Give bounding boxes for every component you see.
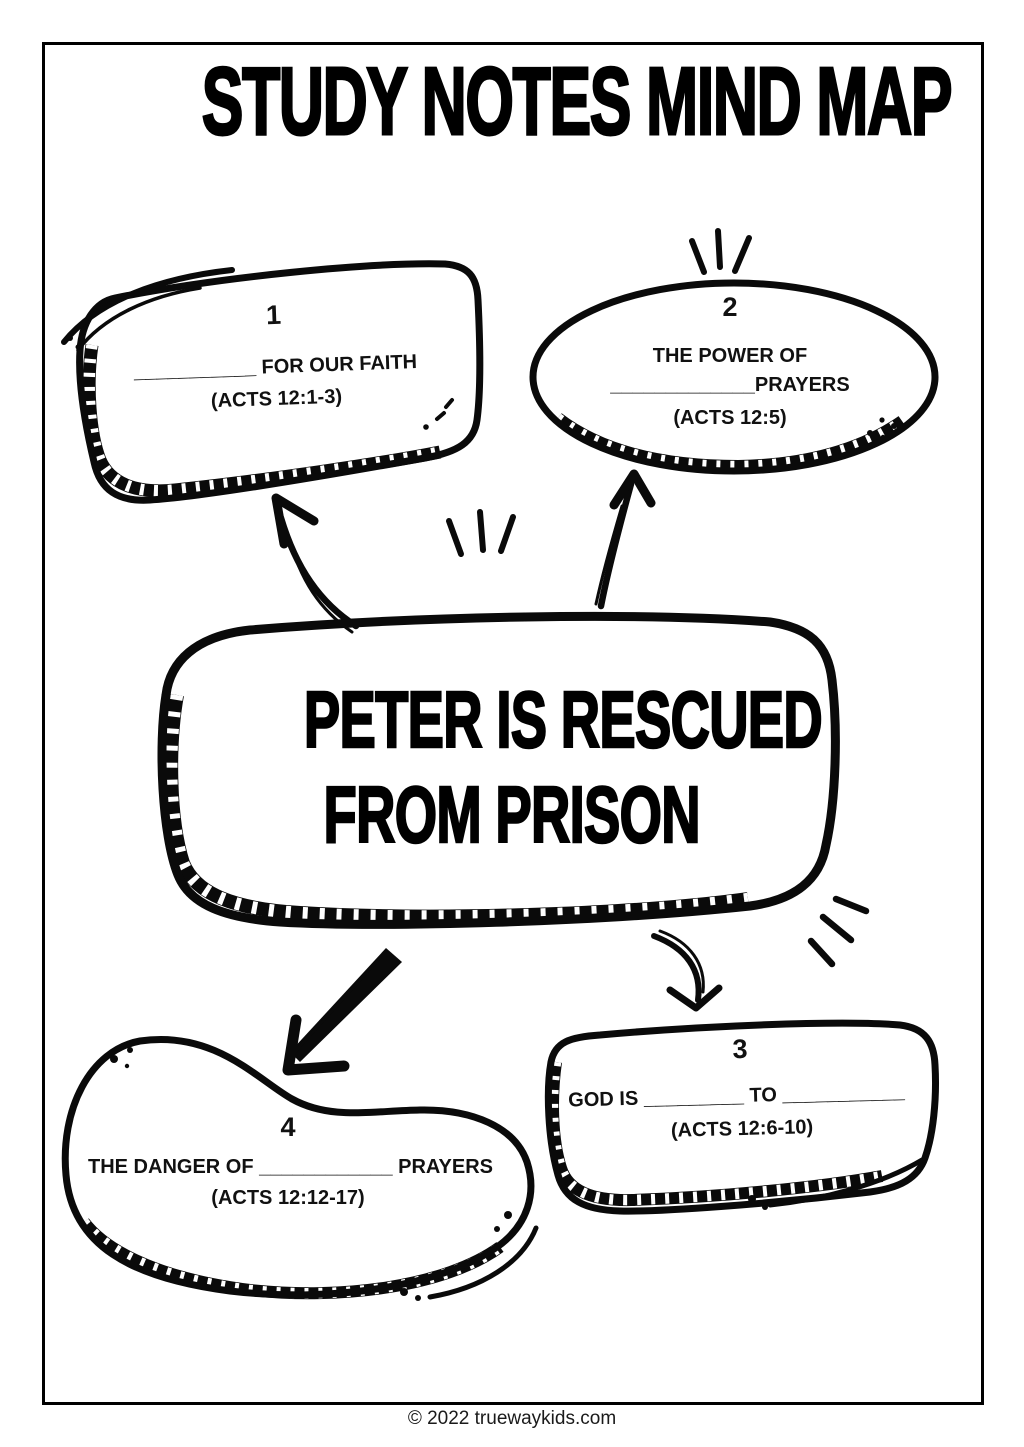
arrow-to-bubble-2 — [594, 469, 656, 610]
page-border-frame — [42, 42, 984, 1405]
dot — [75, 344, 81, 350]
dot — [423, 424, 429, 430]
copyright-footer: © 2022 truewaykids.com — [407, 1408, 617, 1429]
arrow-head — [609, 469, 656, 510]
bubble-1-hatch-ticks — [83, 344, 442, 497]
bubble-3-blank-line: GOD IS _________ TO ___________ — [567, 1080, 906, 1112]
arrow-shaft — [277, 514, 360, 630]
bubble-4-outline — [61, 1036, 535, 1299]
dot — [880, 434, 886, 440]
bubble-3-shape — [544, 1019, 939, 1215]
arrow-to-bubble-4 — [282, 948, 402, 1076]
dot — [494, 1226, 500, 1232]
bubble-4-blank-line: THE DANGER OF ____________ PRAYERS — [88, 1156, 493, 1178]
bubble-1-fill — [79, 263, 480, 501]
dot — [748, 1195, 756, 1203]
dot — [127, 1047, 133, 1053]
dot — [67, 335, 73, 341]
dot — [891, 423, 897, 429]
bubble-4-accent-line — [427, 1225, 539, 1300]
dot — [879, 417, 885, 423]
arrow-shaft — [651, 933, 702, 1003]
emphasis-stroke — [819, 913, 855, 944]
center-bubble-fill — [162, 616, 836, 925]
center-bubble-accent-line — [172, 627, 252, 674]
bubble-2-blank-line: _____________PRAYERS — [610, 374, 850, 396]
emphasis-stroke — [732, 235, 752, 274]
bubble-1-accent-line-2 — [76, 286, 202, 352]
arrow-head — [271, 493, 319, 549]
bubble-4-shape — [61, 1036, 539, 1301]
emphasis-marks-center-bottom-right — [807, 895, 870, 968]
center-bubble-line-2: FROM PRISON — [323, 769, 702, 861]
bubble-1-tick-marks — [435, 398, 454, 421]
arrow-shaft — [290, 948, 402, 1062]
arrow-to-bubble-3 — [651, 929, 723, 1012]
dot — [762, 1204, 768, 1210]
emphasis-stroke — [689, 238, 707, 275]
bubble-2-line-1: THE POWER OF — [652, 345, 808, 367]
bubble-3-fill — [548, 1023, 936, 1212]
bubble-2-fill — [533, 283, 935, 471]
arrow-to-bubble-1 — [271, 493, 360, 634]
center-bubble-shape — [157, 611, 840, 929]
emphasis-marks-center-top — [446, 509, 516, 557]
arrow-head — [282, 1014, 350, 1076]
bubble-4-reference: (ACTS 12:12-17) — [211, 1187, 365, 1209]
arrow-shaft-double — [658, 929, 705, 994]
bubble-3-text: 3 GOD IS _________ TO ___________ (ACTS … — [557, 1029, 926, 1147]
arrow-shaft-double — [292, 956, 382, 1055]
dot — [110, 1055, 118, 1063]
bubble-2-number: 2 — [722, 292, 738, 322]
bubble-4-fill — [65, 1039, 531, 1295]
dot — [504, 1211, 512, 1219]
center-bubble-outline — [157, 611, 840, 929]
center-bubble-text: PETER IS RESCUED FROM PRISON — [182, 672, 842, 862]
bubble-4-number: 4 — [280, 1112, 296, 1142]
bubble-1-accent-line — [61, 267, 235, 345]
bubble-2-reference: (ACTS 12:5) — [673, 407, 787, 429]
emphasis-stroke — [807, 937, 836, 968]
bubble-2-hatch-band — [554, 413, 906, 472]
emphasis-stroke — [498, 514, 516, 554]
dot — [415, 1295, 421, 1301]
page-title-wrap: STUDY NOTES MIND MAP — [0, 48, 1024, 155]
bubble-2-text: 2 THE POWER OF _____________PRAYERS (ACT… — [525, 292, 935, 431]
bubble-1-shape — [61, 260, 484, 504]
bubble-1-outline — [76, 260, 484, 504]
arrow-head — [666, 984, 723, 1012]
bubble-4-text: 4 THE DANGER OF ____________ PRAYERS (AC… — [88, 1112, 493, 1211]
arrow-shaft-double — [594, 504, 624, 606]
emphasis-stroke — [715, 228, 723, 270]
dot — [925, 1147, 931, 1153]
bubble-3-hatch-band — [547, 1061, 884, 1207]
arrow-shaft — [597, 480, 635, 610]
emphasis-stroke — [446, 518, 464, 557]
bubble-2-outline — [529, 279, 939, 475]
bubble-3-accent-line — [767, 1157, 925, 1208]
emphasis-stroke — [477, 509, 486, 553]
dot — [867, 430, 873, 436]
dot — [124, 1063, 130, 1069]
page-title: STUDY NOTES MIND MAP — [201, 48, 954, 155]
center-bubble-hatch-ticks — [164, 693, 749, 923]
arrow-shaft-double — [286, 533, 354, 634]
bubble-1-text: 1 ___________ FOR OUR FAITH (ACTS 12:1-3… — [83, 293, 467, 418]
dot — [400, 1288, 408, 1296]
center-bubble-line-1: PETER IS RESCUED — [303, 674, 823, 766]
bubble-3-outline — [544, 1019, 939, 1215]
emphasis-stroke — [832, 895, 870, 915]
emphasis-marks-bubble-2 — [689, 228, 752, 275]
bubble-2-shape — [529, 228, 939, 475]
